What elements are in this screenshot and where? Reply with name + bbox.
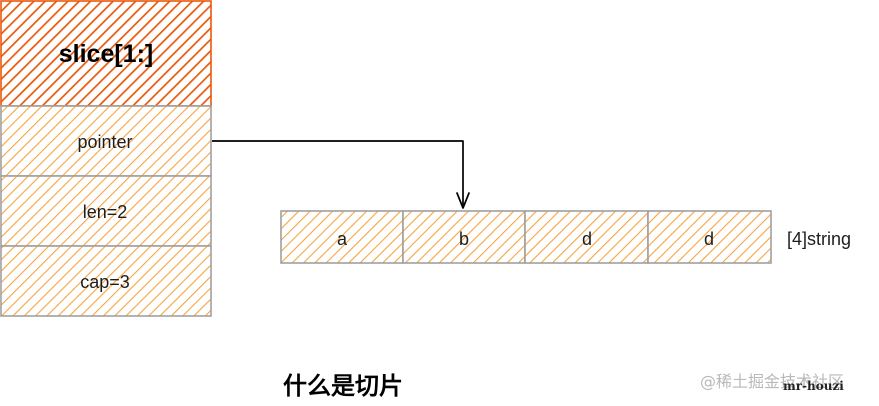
slice-field-cap: cap=3 (0, 245, 212, 317)
slice-field-len-label: len=2 (83, 202, 128, 222)
diagram-caption: 什么是切片 (283, 372, 403, 400)
array-cell-a: a (280, 210, 404, 264)
site-watermark: @稀土掘金技术社区 (700, 372, 845, 391)
author-signature: mr-houzi (783, 379, 844, 393)
pointer-arrow (212, 140, 470, 209)
array-cell-b: b (402, 210, 526, 264)
array-cell-a-label: a (337, 229, 348, 249)
slice-field-len: len=2 (0, 175, 212, 247)
array-cell-d2-label: d (704, 229, 714, 249)
array-cell-d2: d (647, 210, 772, 264)
slice-field-pointer: pointer (0, 105, 212, 177)
array-cell-d1: d (524, 210, 649, 264)
slice-title-box: slice[1:] (0, 0, 212, 107)
slice-field-cap-label: cap=3 (80, 272, 130, 292)
array-cell-b-label: b (459, 229, 469, 249)
slice-field-pointer-label: pointer (77, 132, 132, 152)
slice-title-label: slice[1:] (59, 40, 153, 68)
array-type-label: [4]string (787, 229, 851, 249)
array-cell-d1-label: d (582, 229, 592, 249)
pointer-arrowhead-icon (456, 192, 470, 209)
